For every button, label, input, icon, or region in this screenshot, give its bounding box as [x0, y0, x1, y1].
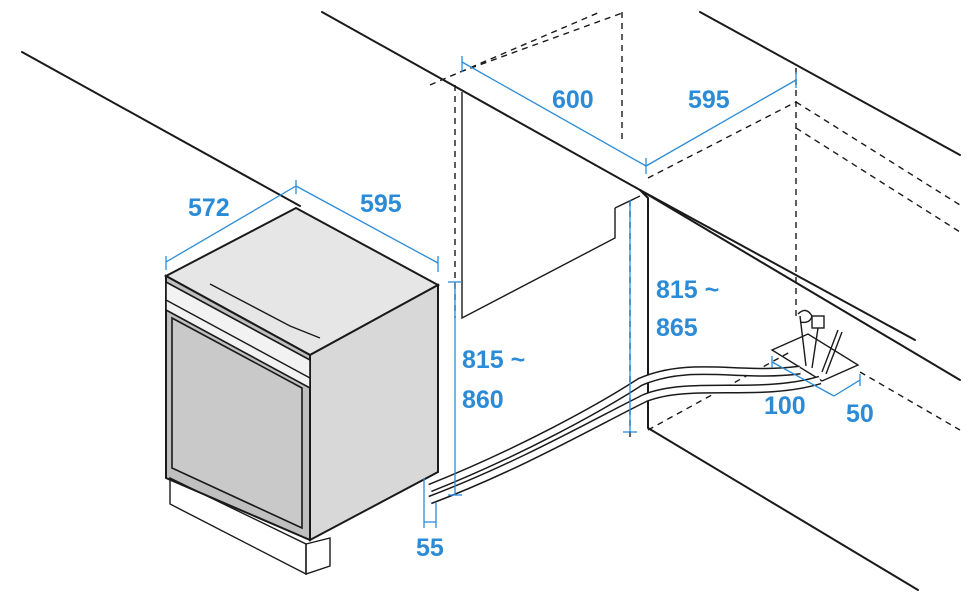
dishwasher-appliance [163, 206, 441, 576]
water-tap-icon [811, 315, 825, 329]
niche-height-label-line2: 865 [656, 314, 698, 342]
appliance-depth-label: 572 [188, 194, 230, 222]
connection-width-label: 50 [846, 400, 874, 428]
drain-pipe [799, 315, 807, 367]
cabinet-structure [21, 11, 961, 591]
appliance-height-label-line2: 860 [462, 386, 504, 414]
niche-height-label-line1: 815 ~ [656, 276, 719, 304]
appliance-width-label: 595 [360, 190, 402, 218]
dimension-labels: 572 595 815 ~ 860 55 600 595 815 ~ 865 1… [188, 86, 874, 562]
niche-depth-label: 600 [552, 86, 594, 114]
toe-kick-label: 55 [416, 534, 444, 562]
niche-width-label: 595 [688, 86, 730, 114]
appliance-height-label-line1: 815 ~ [462, 346, 525, 374]
connection-depth-label: 100 [764, 392, 806, 420]
connection-area [428, 309, 860, 505]
dimension-lines [165, 56, 861, 528]
